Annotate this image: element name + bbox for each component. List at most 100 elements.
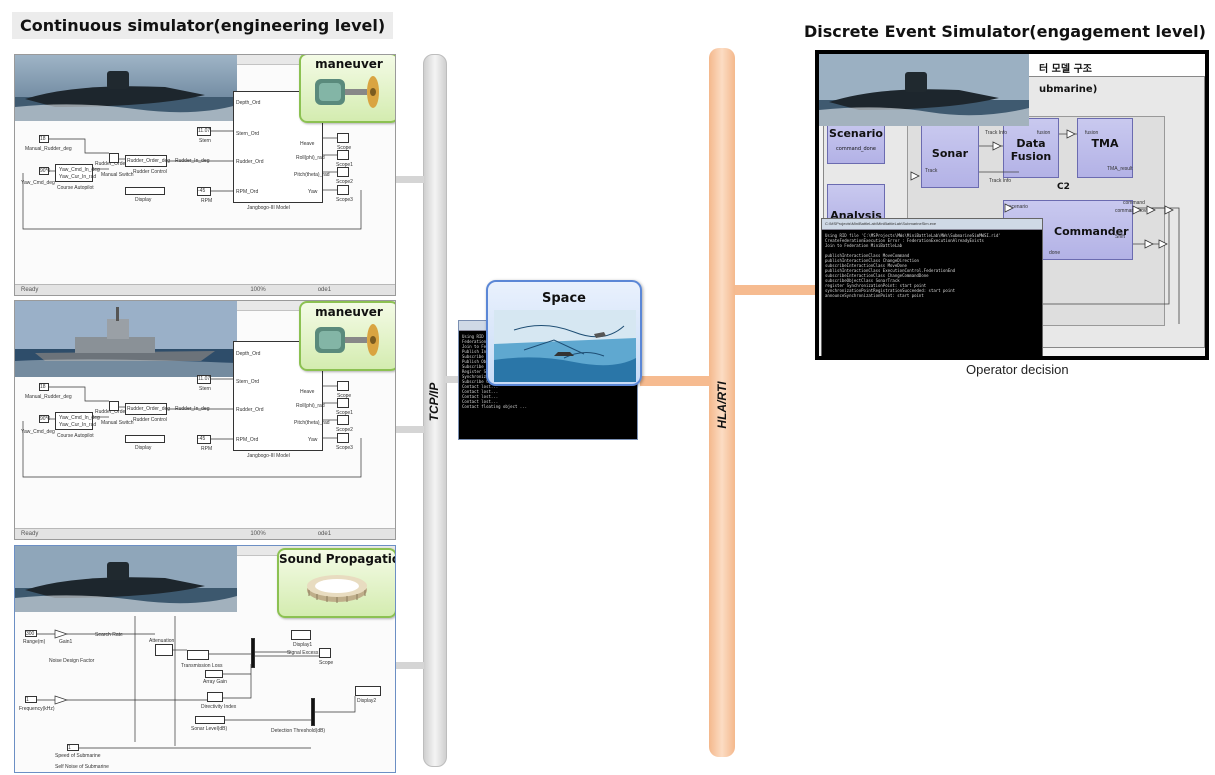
- port-label: TMA_result: [1107, 166, 1133, 172]
- scope-block: [319, 648, 331, 658]
- block-label: Rudder_Order: [95, 409, 127, 415]
- block-label: Rudder_Order: [95, 161, 127, 167]
- block-label: Course Autopilot: [57, 185, 94, 191]
- constant-block: 18: [39, 383, 49, 391]
- stern-block: 11.07: [197, 127, 211, 136]
- block-label: Detection Threshold(dB): [271, 728, 326, 734]
- propulsion-motor-icon: [315, 76, 379, 108]
- block-label: Heave: [300, 389, 315, 395]
- block-label: RPM: [201, 198, 213, 204]
- block-label: Rudder Control: [133, 169, 167, 175]
- block-label: Roll(phi)_rad: [296, 155, 325, 161]
- data-fusion-block: Data Fusion: [1003, 118, 1059, 178]
- block-label: Jangbogo-III Model: [247, 453, 290, 459]
- block-label: Self Noise of Submarine: [55, 764, 109, 770]
- block-label: RPM: [201, 446, 213, 452]
- scope-block: [337, 133, 349, 143]
- mux-block: [251, 638, 255, 668]
- block-label: Display: [135, 197, 152, 203]
- block-label: Yaw_Cmd_deg: [21, 180, 55, 186]
- constant-block: 90*0: [39, 415, 51, 423]
- block-label: Pitch(theta)_rad: [294, 420, 330, 426]
- rudder-control-block: [125, 403, 167, 415]
- rudder-control-block: [125, 155, 167, 167]
- scope-block: [337, 415, 349, 425]
- tma-block: TMA: [1077, 118, 1133, 178]
- block-label: Display2: [357, 698, 377, 704]
- tcp-to-space-connector: [445, 376, 460, 383]
- block-label: Yaw_Cmd_In_deg: [59, 415, 100, 421]
- model-header-text: 터 모델 구조: [1039, 64, 1092, 75]
- block-label: Search Rate: [95, 632, 123, 638]
- block-label: Roll(phi)_rad: [296, 403, 325, 409]
- display-block: [125, 187, 165, 195]
- block-label: Pitch(theta)_rad: [294, 172, 330, 178]
- ocean-space-icon: [494, 310, 636, 382]
- simulink-window-submarine-maneuver: 18 Manual_Rudder_deg 90*0 Yaw_Cmd_deg Ya…: [14, 54, 396, 296]
- block-label: Stern: [199, 138, 211, 144]
- block-label: RPM_Ord: [236, 437, 259, 443]
- block-label: Depth_Ord: [236, 100, 261, 106]
- sim2-connector: [396, 426, 424, 433]
- operator-decision-label: Operator decision: [966, 362, 1069, 377]
- block-label: Manual Switch: [101, 420, 134, 426]
- block-label: Scope: [337, 393, 352, 399]
- hla-to-des-connector: [735, 285, 820, 295]
- constant-block: 1: [25, 696, 37, 703]
- block-label: Noise Design Factor: [49, 658, 95, 664]
- frigate-photo: [15, 301, 237, 377]
- directivity-block: [207, 692, 223, 702]
- scope-block: [337, 167, 349, 177]
- space-console-text: Using RID file ... Federation E... Join …: [462, 334, 528, 409]
- block-label: Course Autopilot: [57, 433, 94, 439]
- port-label: Shift: [1115, 234, 1126, 240]
- signal-lines: [37, 616, 356, 749]
- block-label: Scope2: [336, 179, 353, 185]
- block-label: Gain1: [59, 639, 73, 645]
- block-label: Scope3: [336, 445, 353, 451]
- port-label: Track Info: [989, 178, 1012, 184]
- scope-block: [337, 398, 349, 408]
- port-label: Track Info: [985, 130, 1008, 136]
- rpm-block: -45: [197, 187, 211, 196]
- block-label: Sonar Level(dB): [191, 726, 228, 732]
- block-label: Rudder Control: [133, 417, 167, 423]
- port-label: commandmove: [1115, 208, 1150, 214]
- manual-switch-block: [109, 153, 119, 163]
- c2-label: C2: [1057, 182, 1070, 192]
- port-label: command: [1123, 200, 1145, 206]
- block-label: Jangbogo-III Model: [247, 205, 290, 211]
- hla-rti-bus: [709, 48, 735, 757]
- continuous-simulator-title: Continuous simulator(engineering level): [12, 12, 394, 39]
- constant-block: 90*0: [39, 167, 51, 175]
- sim1-connector: [396, 176, 424, 183]
- block-label: Display1: [293, 642, 313, 648]
- block-label: Signal Excess: [287, 650, 319, 656]
- scope-block: [337, 381, 349, 391]
- block-label: Stern_Ord: [236, 131, 260, 137]
- tcp-ip-bus: [423, 54, 447, 767]
- rpm-block: -45: [197, 435, 211, 444]
- space-badge: Space: [486, 280, 642, 386]
- port-label: done: [1049, 250, 1061, 256]
- block-label: Range(m): [23, 639, 46, 645]
- tcp-ip-label: TCP/IP: [427, 382, 441, 422]
- block-label: Yaw: [308, 189, 318, 195]
- maneuver-badge: maneuver: [299, 301, 395, 371]
- submarine-photo: [819, 54, 1029, 126]
- space-to-hla-connector: [640, 376, 710, 386]
- block-label: Manual_Rudder_deg: [25, 146, 72, 152]
- attenuation-block: [155, 644, 173, 656]
- scope-block: [337, 433, 349, 443]
- simulink-window-frigate-maneuver: 18 Manual_Rudder_deg 90*0 Yaw_Cmd_deg Ya…: [14, 300, 396, 540]
- propulsion-motor-icon: [315, 324, 379, 356]
- des-console-window: C:\MSProjects\MiniBattleLab\MiniBattleLa…: [821, 218, 1043, 356]
- port-label: scenario: [1009, 204, 1028, 210]
- block-label: Yaw_Cur_In_rad: [59, 174, 97, 180]
- maneuver-badge: maneuver: [299, 55, 395, 123]
- display-block: [125, 435, 165, 443]
- mux-block: [311, 698, 315, 726]
- discrete-event-simulator-title: Discrete Event Simulator(engagement leve…: [800, 20, 1210, 43]
- des-model-window: 터 모델 구조 ubmarine) Scenario command_done …: [815, 50, 1209, 360]
